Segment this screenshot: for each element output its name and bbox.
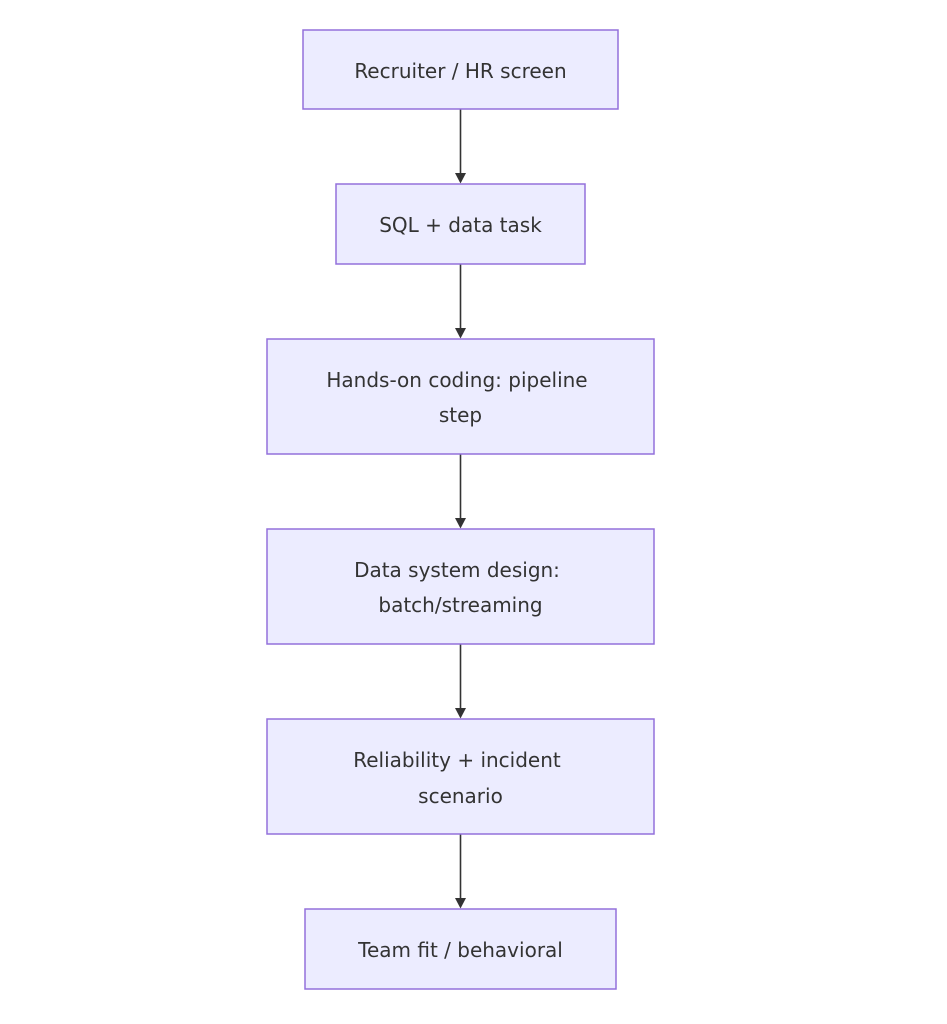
node-teamfit-label: Team fit / behavioral [357,938,563,962]
node-reliability-label-line1: Reliability + incident [353,748,561,772]
node-sql-box [335,183,586,265]
node-recruiter[interactable]: Recruiter / HR screen [302,29,619,110]
node-coding-label-line1: Hands-on coding: pipeline [326,368,587,392]
node-coding-label-line2: step [439,403,482,427]
edge-reliability-to-teamfit [455,834,466,909]
edge-design-to-reliability [455,644,466,719]
node-reliability-label-line2: scenario [418,784,503,808]
edges-layer [455,109,466,909]
node-coding[interactable]: Hands-on coding: pipeline step [266,338,655,455]
node-design-label-line1: Data system design: [354,558,560,582]
node-recruiter-label: Recruiter / HR screen [354,59,566,83]
node-recruiter-box [302,29,619,110]
node-design-box [266,528,655,645]
edge-recruiter-to-sql [455,109,466,184]
node-teamfit[interactable]: Team fit / behavioral [304,908,617,990]
node-sql[interactable]: SQL + data task [335,183,586,265]
node-coding-box [266,338,655,455]
edge-coding-to-design [455,454,466,529]
node-design-label-line2: batch/streaming [378,593,542,617]
arrowhead-icon [455,518,466,529]
node-design[interactable]: Data system design: batch/streaming [266,528,655,645]
arrowhead-icon [455,898,466,909]
arrowhead-icon [455,328,466,339]
node-teamfit-box [304,908,617,990]
node-reliability-box [266,718,655,835]
arrowhead-icon [455,173,466,184]
arrowhead-icon [455,708,466,719]
node-sql-label: SQL + data task [379,213,542,237]
edge-sql-to-coding [455,264,466,339]
node-reliability[interactable]: Reliability + incident scenario [266,718,655,835]
